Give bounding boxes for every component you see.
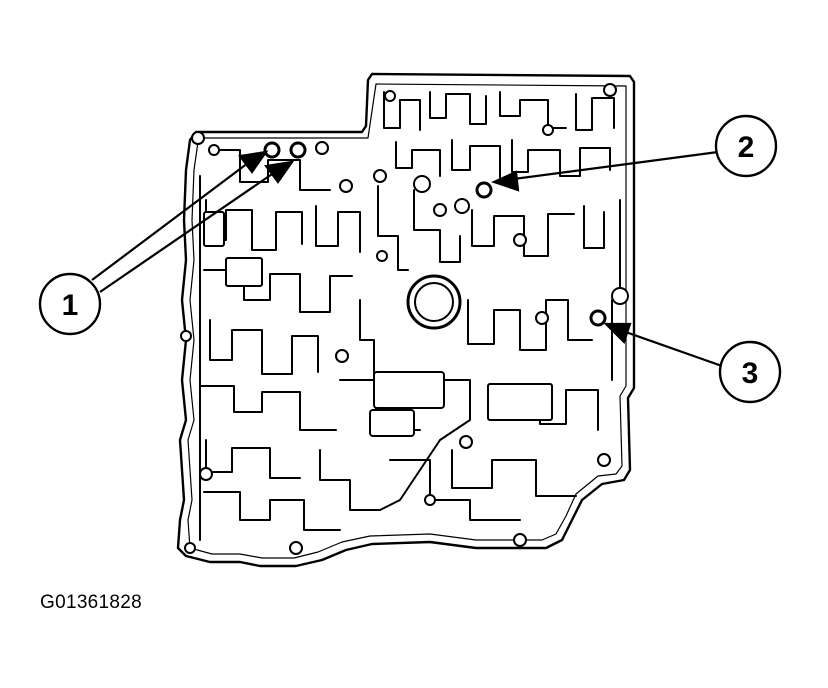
bolt-hole [180, 330, 192, 342]
central-port [406, 274, 462, 330]
leader-lines [91, 150, 723, 368]
bolt-hole [199, 467, 213, 481]
bolt-hole [413, 175, 431, 193]
bolt-hole [184, 542, 196, 554]
bolt-hole [535, 311, 549, 325]
bolt-hole [603, 83, 617, 97]
bolt-hole [208, 144, 220, 156]
check-balls [263, 141, 607, 327]
bolt-hole [597, 453, 611, 467]
bolt-holes [180, 83, 629, 555]
leader-line-2 [505, 150, 719, 182]
bolt-hole [542, 124, 554, 136]
bolt-hole [513, 533, 527, 547]
bolt-hole [384, 90, 396, 102]
arrowhead-3 [603, 322, 632, 345]
bolt-hole [335, 349, 349, 363]
plate-outline [176, 72, 636, 568]
callout-2-label: 2 [738, 131, 755, 164]
bolt-hole [424, 494, 436, 506]
leader-line-3 [619, 328, 723, 368]
arrowhead-2 [490, 170, 520, 192]
bolt-hole [339, 179, 353, 193]
arrowhead-1b [264, 160, 295, 184]
bolt-hole [315, 141, 329, 155]
bolt-hole [191, 131, 205, 145]
bolt-hole [513, 233, 527, 247]
callout-1: 1 [38, 272, 102, 336]
bolt-hole [454, 198, 470, 214]
check-ball-2 [475, 181, 493, 199]
bolt-hole [373, 169, 387, 183]
callout-2: 2 [714, 114, 778, 178]
plate-inner-outline [187, 83, 627, 559]
fluid-passages [199, 91, 621, 541]
leader-line-1b [99, 169, 279, 293]
figure-id: G01361828 [40, 592, 143, 613]
callout-1-label: 1 [62, 289, 79, 322]
arrowhead-1a [238, 150, 269, 174]
bolt-hole [433, 203, 447, 217]
check-ball-1a [263, 141, 281, 159]
bolt-hole [459, 435, 473, 449]
bolt-hole [376, 250, 388, 262]
check-ball-3 [589, 309, 607, 327]
check-ball-1b [289, 141, 307, 159]
callout-3: 3 [718, 340, 782, 404]
callout-3-label: 3 [742, 357, 759, 390]
bolt-hole [611, 287, 629, 305]
separator-plate [176, 72, 636, 568]
bolt-hole [289, 541, 303, 555]
plate-windows [203, 211, 553, 437]
leader-line-1a [91, 159, 253, 281]
